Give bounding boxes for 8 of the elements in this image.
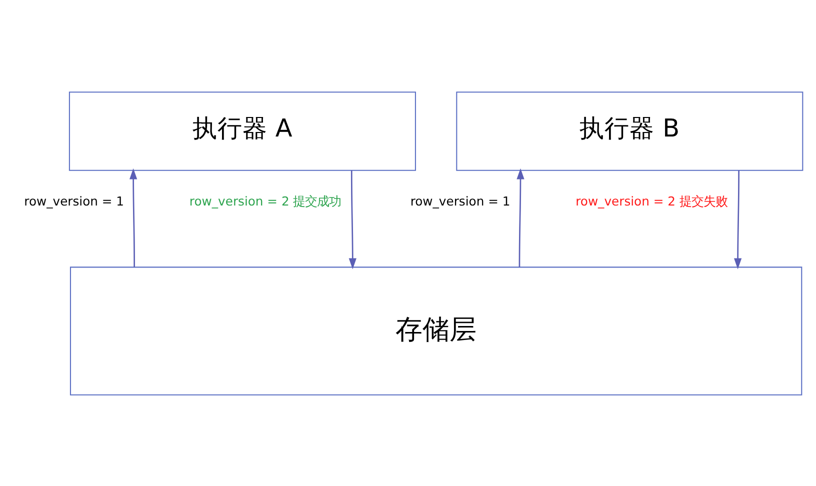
arrow bbox=[516, 168, 524, 267]
arrow bbox=[348, 170, 356, 269]
arrow bbox=[130, 168, 138, 267]
edge-label: row_version = 1 bbox=[24, 194, 124, 208]
edge-label: row_version = 2 提交成功 bbox=[189, 194, 342, 208]
edge-label: row_version = 1 bbox=[410, 194, 510, 208]
arrow bbox=[734, 170, 742, 269]
edge-label: row_version = 2 提交失败 bbox=[576, 194, 728, 208]
